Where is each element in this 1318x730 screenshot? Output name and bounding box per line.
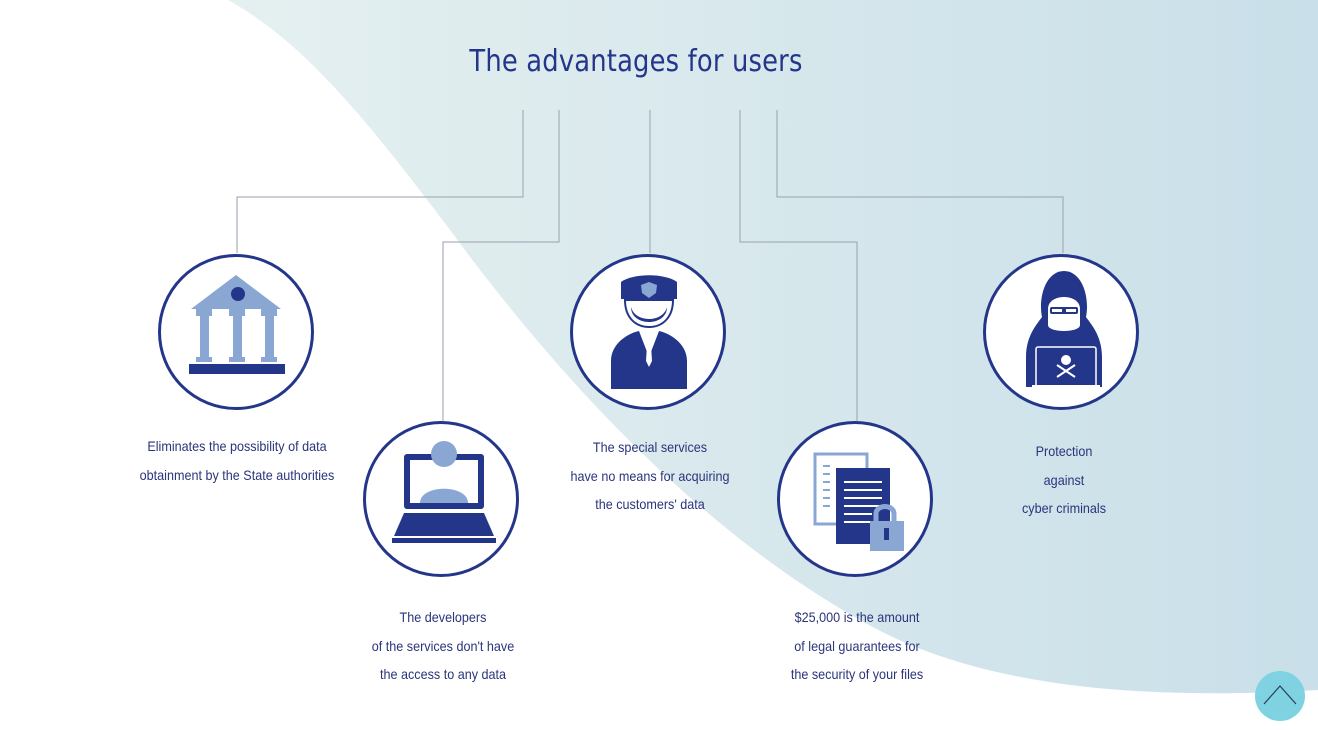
page-title: The advantages for users — [469, 44, 803, 79]
hacker-icon — [1026, 271, 1102, 389]
caption-line: the access to any data — [379, 666, 507, 682]
advantage-circle-special-services — [570, 254, 726, 410]
caption-line: The developers — [399, 609, 487, 625]
caption-line: the security of your files — [790, 666, 924, 682]
caption-line: of legal guarantees for — [794, 637, 920, 654]
caption-line: cyber criminals — [1021, 500, 1107, 516]
caption-line: of the services don't have — [371, 637, 515, 654]
locked-documents-icon — [813, 452, 904, 551]
caption-line: the customers' data — [595, 496, 705, 512]
caption-developers: The developers of the services don't hav… — [322, 603, 565, 689]
caption-line: Protection — [1035, 443, 1093, 459]
caption-guarantees: $25,000 is the amount of legal guarantee… — [736, 603, 979, 689]
scroll-to-top-button[interactable] — [1255, 671, 1305, 721]
caption-state: Eliminates the possibility of data obtai… — [116, 432, 359, 489]
caption-line: The special services — [592, 439, 708, 455]
advantage-circle-developers — [363, 421, 519, 577]
advantage-circle-guarantees — [777, 421, 933, 577]
caption-line: against — [1043, 471, 1085, 488]
caption-special-services: The special services have no means for a… — [529, 433, 772, 519]
advantage-circle-state — [158, 254, 314, 410]
caption-line: Eliminates the possibility of data — [147, 438, 327, 454]
caption-cyber: Protection against cyber criminals — [943, 437, 1186, 523]
chevron-up-icon — [1263, 685, 1297, 705]
caption-line: have no means for acquiring — [570, 467, 730, 484]
developer-laptop-icon — [392, 441, 496, 543]
government-building-icon — [189, 275, 285, 374]
police-officer-icon — [611, 275, 687, 389]
caption-line: $25,000 is the amount — [794, 609, 920, 625]
advantage-circle-cyber — [983, 254, 1139, 410]
caption-line: obtainment by the State authorities — [139, 466, 335, 483]
